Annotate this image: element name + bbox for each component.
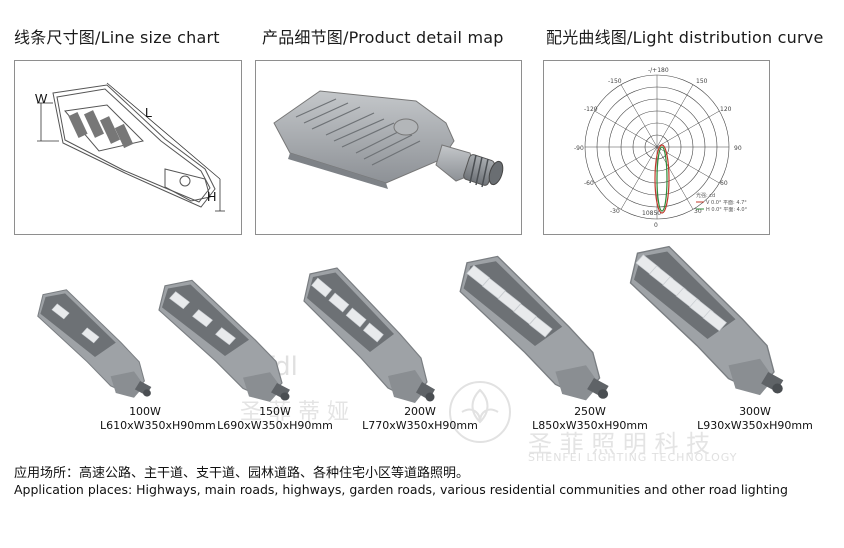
product-size: L850xW350xH90mm: [532, 419, 648, 432]
polar-chart: -/+180 -150 150 -120 120 -90 90 -60 60 -…: [574, 67, 748, 229]
product-size: L930xW350xH90mm: [697, 419, 813, 432]
lamp-image-150w: [158, 279, 290, 402]
polar-legend-h: H 0.0° 平面: 4.0°: [706, 207, 748, 213]
product-size: L610xW350xH90mm: [100, 419, 216, 432]
polar-label-m120: -120: [584, 106, 598, 113]
line-size-chart-panel: W L H: [14, 60, 242, 235]
product-power: 200W: [404, 405, 436, 418]
header-light-distribution-curve: 配光曲线图/Light distribution curve: [546, 28, 824, 47]
product-power: 150W: [259, 405, 291, 418]
polar-label-m150: -150: [608, 78, 622, 85]
curve-v-plane: [654, 144, 670, 214]
polar-label-m90: -90: [574, 145, 584, 152]
product-power: 250W: [574, 405, 606, 418]
polar-scale-label: 10850: [642, 210, 661, 217]
product-power: 300W: [739, 405, 771, 418]
curve-h-plane: [656, 146, 668, 212]
product-size: L770xW350xH90mm: [362, 419, 478, 432]
lamp-image-250w: [459, 255, 609, 401]
watermark-cn-left: 圣 菲 蒂 娅: [240, 400, 349, 425]
header-product-detail-map: 产品细节图/Product detail map: [262, 28, 504, 47]
polar-label-150: 150: [696, 78, 708, 85]
polar-label-30: 30: [694, 208, 702, 215]
polar-label-m30: -30: [610, 208, 620, 215]
watermark-en: SHENFEI LIGHTING TECHNOLOGY: [528, 451, 738, 464]
lamp-image-300w: [629, 245, 784, 396]
product-size: L690xW350xH90mm: [217, 419, 333, 432]
line-size-drawing: W L H: [35, 82, 225, 212]
watermark-flower-icon: [449, 381, 511, 443]
polar-label-0: 0: [654, 222, 658, 229]
dim-label-w: W: [35, 91, 48, 106]
dim-label-h: H: [207, 189, 216, 204]
lamp-image-100w: [37, 289, 152, 398]
application-text-zh: 应用场所：高速公路、主干道、支干道、园林道路、各种住宅小区等道路照明。: [14, 466, 470, 481]
polar-label-m60: -60: [584, 180, 594, 187]
header-line-size-chart: 线条尺寸图/Line size chart: [14, 28, 220, 47]
product-detail-panel: [255, 60, 522, 235]
product-detail-drawing: [273, 90, 504, 189]
polar-label-90: 90: [734, 145, 742, 152]
polar-legend-title: 光强: cd: [696, 192, 715, 199]
polar-label-60: 60: [720, 180, 728, 187]
polar-label-180: -/+180: [648, 67, 669, 74]
product-power: 100W: [129, 405, 161, 418]
polar-legend-v: V 0.0° 平面: 4.7°: [706, 200, 747, 206]
light-distribution-panel: -/+180 -150 150 -120 120 -90 90 -60 60 -…: [543, 60, 770, 235]
watermark-cn-right: 圣 菲 照 明 科 技: [528, 430, 711, 458]
application-text-en: Application places: Highways, main roads…: [14, 482, 788, 497]
lamp-image-200w: [303, 267, 435, 403]
dim-label-l: L: [145, 105, 152, 120]
polar-label-120: 120: [720, 106, 732, 113]
